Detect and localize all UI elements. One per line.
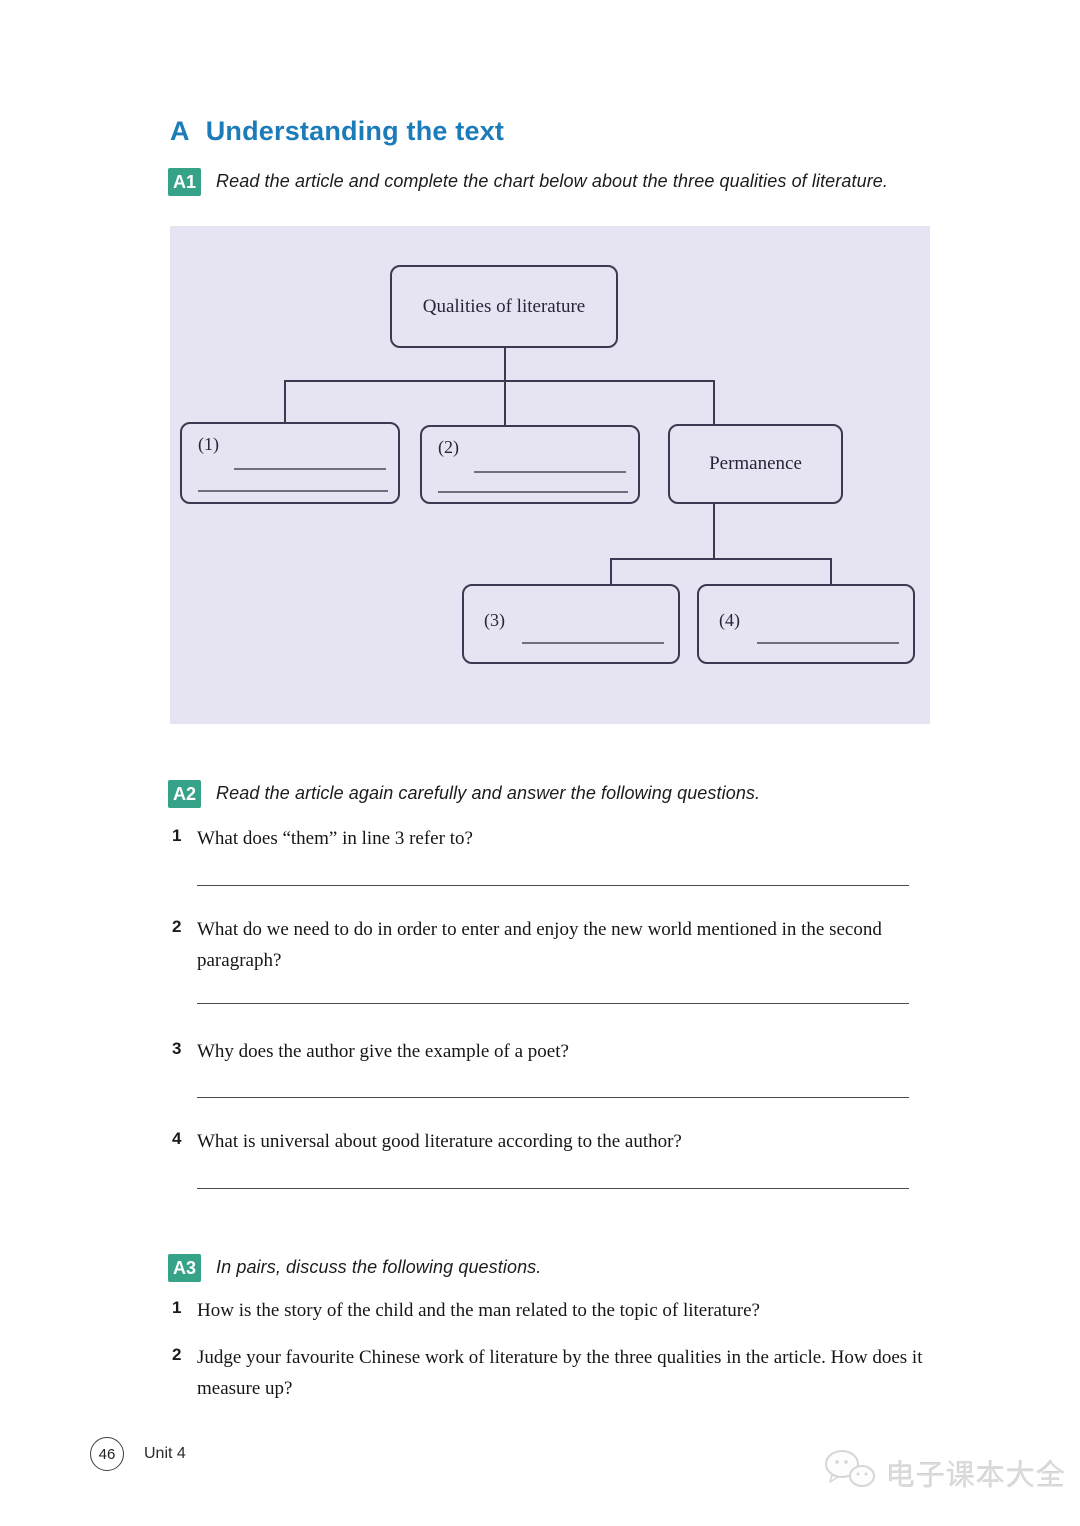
diagram-box-2: (2) <box>420 425 640 504</box>
unit-label: Unit 4 <box>144 1445 186 1462</box>
question-text: Why does the author give the example of … <box>197 1041 569 1062</box>
diagram-box-3: (3) <box>462 584 680 664</box>
section-title: Understanding the text <box>205 116 505 146</box>
connector-level1-horizontal <box>284 380 715 382</box>
a3-instruction: In pairs, discuss the following question… <box>216 1257 542 1277</box>
question-text: What does “them” in line 3 refer to? <box>197 828 473 849</box>
activity-a3-header: A3 In pairs, discuss the following quest… <box>168 1254 541 1282</box>
question-text: Judge your favourite Chinese work of lit… <box>197 1347 923 1399</box>
section-letter: A <box>170 116 190 146</box>
question-text: How is the story of the child and the ma… <box>197 1300 760 1321</box>
a1-instruction: Read the article and complete the chart … <box>216 171 889 191</box>
question-number: 3 <box>172 1039 182 1058</box>
answer-line[interactable] <box>197 1002 909 1004</box>
qualities-diagram-panel: Qualities of literature (1) (2) Permanen… <box>170 226 930 724</box>
watermark-text: 电子课本大全 <box>886 1459 1067 1492</box>
question-text: What do we need to do in order to enter … <box>197 919 882 971</box>
question-number: 2 <box>172 1345 182 1364</box>
a2-instruction: Read the article again carefully and ans… <box>216 783 761 803</box>
page-number-badge: 46 <box>90 1437 124 1471</box>
question-number: 2 <box>172 917 182 936</box>
page-number: 46 <box>98 1445 116 1463</box>
answer-line[interactable] <box>197 1096 909 1098</box>
diagram-box-2-label: (2) <box>438 437 459 457</box>
diagram-box-4: (4) <box>697 584 915 664</box>
question-number: 4 <box>172 1129 182 1148</box>
section-header: A Understanding the text <box>170 116 504 147</box>
diagram-root-label: Qualities of literature <box>422 295 586 317</box>
connector-permanence-stem <box>713 504 715 560</box>
connector-drop-node1 <box>284 380 286 423</box>
diagram-permanence-box: Permanence <box>668 424 843 504</box>
connector-drop-node3 <box>610 558 612 584</box>
diagram-box-3-label: (3) <box>484 610 505 630</box>
a1-badge: A1 <box>168 168 202 196</box>
connector-level2-horizontal <box>610 558 832 560</box>
answer-line[interactable] <box>197 1187 909 1189</box>
blank-line[interactable] <box>474 471 626 473</box>
wechat-icon <box>822 1448 878 1497</box>
watermark: 电子课本大全 <box>822 1448 1066 1497</box>
blank-line[interactable] <box>757 642 899 644</box>
question-number: 1 <box>172 826 182 845</box>
question-number: 1 <box>172 1298 182 1317</box>
diagram-box-1: (1) <box>180 422 400 504</box>
diagram-box-1-label: (1) <box>198 434 219 454</box>
a2-badge: A2 <box>168 780 202 808</box>
diagram-box-4-label: (4) <box>719 610 740 630</box>
connector-root-stem <box>504 348 506 381</box>
question-text: What is universal about good literature … <box>197 1131 682 1152</box>
answer-line[interactable] <box>197 884 909 886</box>
diagram-root-box: Qualities of literature <box>390 265 618 348</box>
connector-drop-permanence <box>713 380 715 425</box>
activity-a2-header: A2 Read the article again carefully and … <box>168 780 760 808</box>
diagram-permanence-label: Permanence <box>709 453 802 474</box>
blank-line[interactable] <box>234 468 386 470</box>
activity-a1-header: A1 Read the article and complete the cha… <box>168 168 888 196</box>
blank-line[interactable] <box>198 490 388 492</box>
connector-drop-node4 <box>830 558 832 584</box>
blank-line[interactable] <box>522 642 664 644</box>
blank-line[interactable] <box>438 491 628 493</box>
a3-badge: A3 <box>168 1254 202 1282</box>
connector-drop-node2 <box>504 380 506 426</box>
